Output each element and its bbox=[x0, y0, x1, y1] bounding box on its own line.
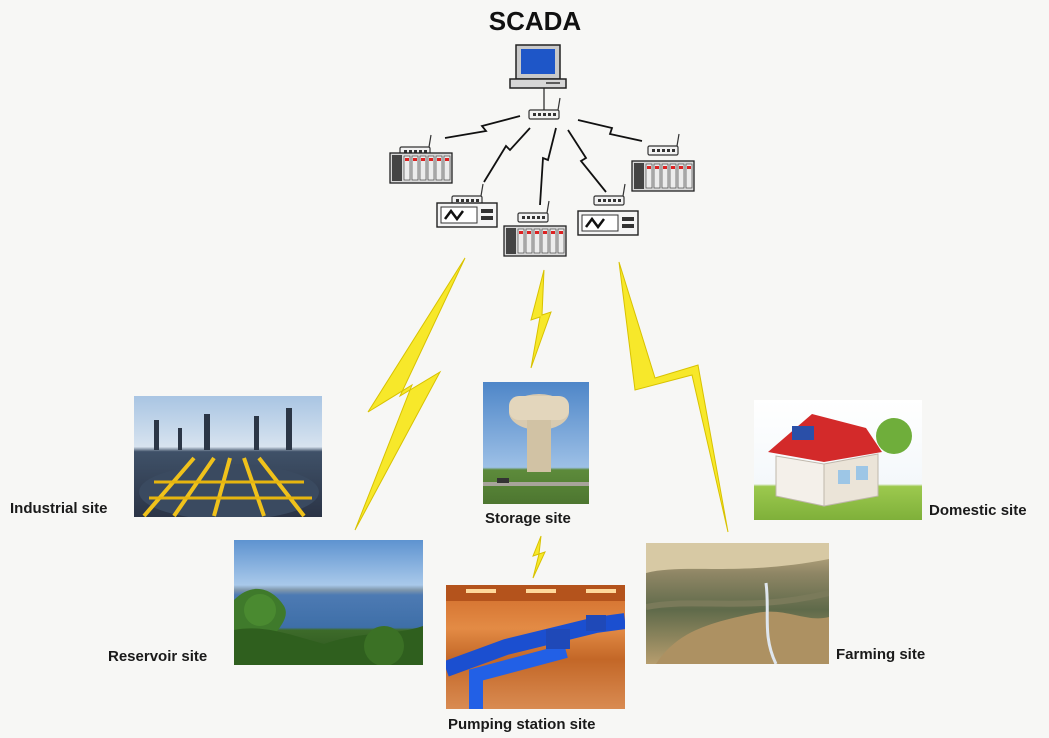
farming-site-photo bbox=[646, 543, 829, 664]
pumping-station-site-photo bbox=[446, 585, 625, 709]
scada-title: SCADA bbox=[488, 6, 582, 36]
industrial-site-photo bbox=[134, 396, 322, 517]
domestic-site-label: Domestic site bbox=[929, 502, 1027, 519]
radio-links bbox=[444, 115, 643, 206]
lightning-bolts bbox=[354, 257, 729, 579]
lightning-left-icon bbox=[354, 257, 466, 531]
plc-unit-right-icon bbox=[631, 133, 695, 192]
plc-unit-center-icon bbox=[503, 200, 567, 257]
reservoir-site-photo bbox=[234, 540, 423, 665]
lightning-bottom-icon bbox=[532, 535, 546, 579]
farming-site-label: Farming site bbox=[836, 646, 926, 663]
rtu-unit-right-icon bbox=[576, 183, 640, 237]
domestic-site-photo bbox=[754, 400, 922, 520]
reservoir-site-label: Reservoir site bbox=[108, 648, 208, 665]
industrial-site-label: Industrial site bbox=[10, 500, 108, 517]
lightning-center-icon bbox=[530, 269, 552, 369]
scada-computer-icon bbox=[509, 44, 567, 89]
storage-site-label: Storage site bbox=[485, 510, 571, 527]
storage-site-photo bbox=[483, 382, 589, 504]
pumping-station-site-label: Pumping station site bbox=[448, 716, 596, 733]
lightning-right-icon bbox=[618, 261, 729, 533]
rtu-unit-left-icon bbox=[435, 183, 499, 229]
plc-unit-left-icon bbox=[389, 134, 453, 184]
